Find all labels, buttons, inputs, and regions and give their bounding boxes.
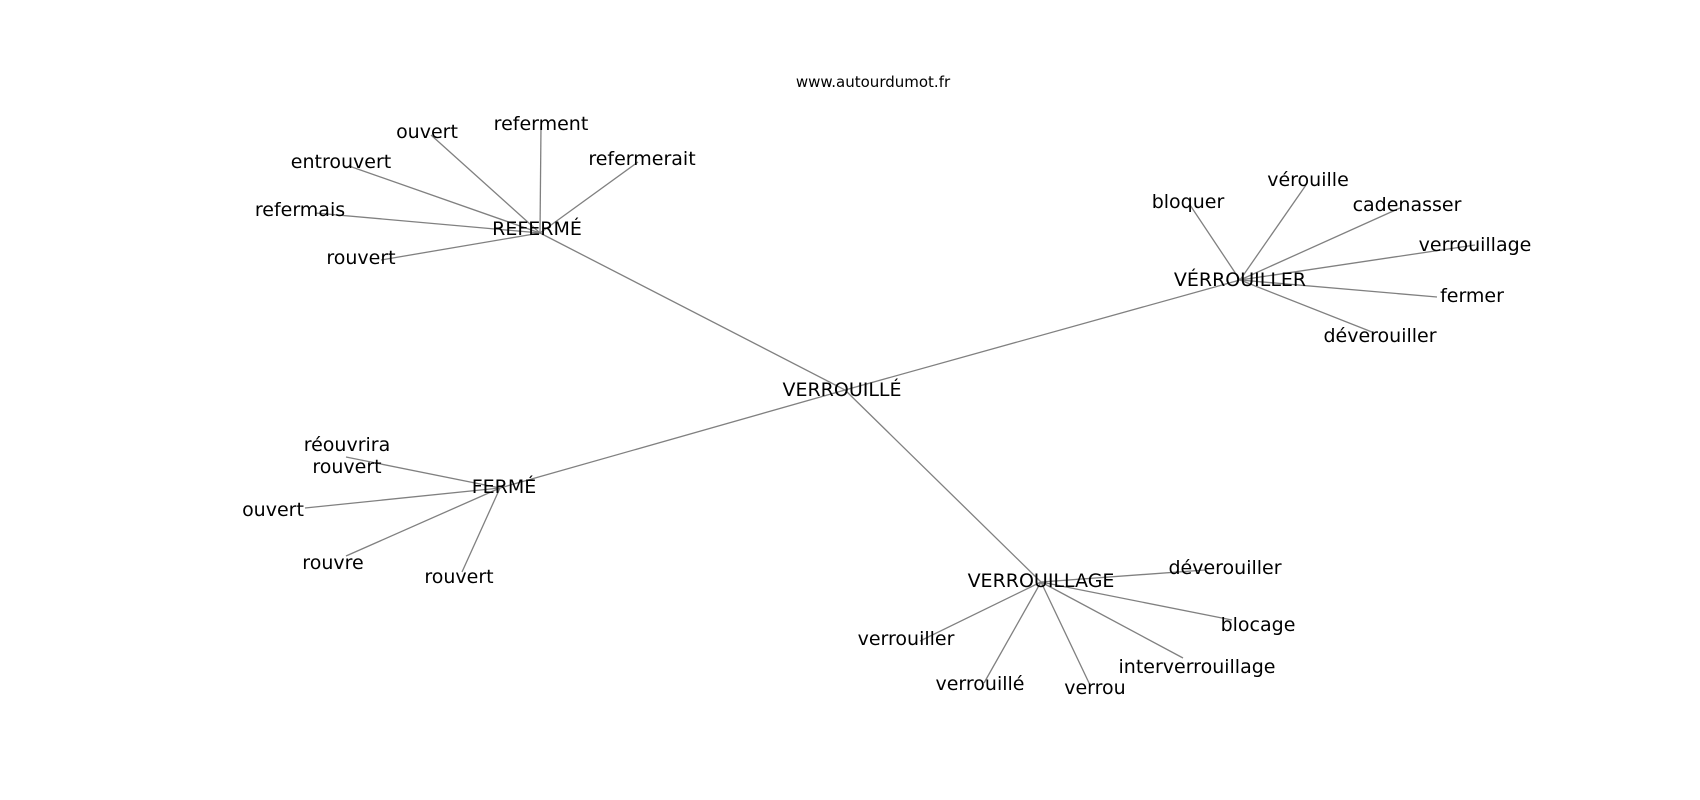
edge-hub-verrouillage-verrouiller	[919, 581, 1042, 642]
leaf-hub-verrouiller-cadenasser: cadenasser	[1353, 194, 1462, 216]
leaf-hub-verrouillage-interverrouillage: interverrouillage	[1119, 656, 1276, 678]
leaf-hub-ferme-rouvert: rouvert	[424, 566, 493, 588]
edge-hub-referme-entrouvert	[348, 165, 541, 234]
edge-hub-ferme-reouvrira-rouvert	[345, 456, 501, 489]
edge-hub-referme-ouvert	[430, 134, 541, 234]
leaf-hub-verrouiller-deverouiller: déverouiller	[1323, 325, 1436, 347]
edge-hub-referme-rouvert	[380, 232, 541, 261]
edge-hub-verrouillage-deverouiller	[1040, 569, 1206, 583]
leaf-hub-verrouiller-bloquer: bloquer	[1152, 191, 1225, 213]
leaf-hub-verrouillage-verrouiller: verrouiller	[858, 628, 955, 650]
leaf-hub-verrouillage-verrouille: verrouillé	[936, 673, 1025, 695]
edge-hub-verrouillage-verrouille	[983, 581, 1042, 684]
edge-center-hub-referme	[539, 232, 846, 391]
leaf-hub-referme-entrouvert: entrouvert	[291, 151, 391, 173]
leaf-hub-verrouillage-deverouiller: déverouiller	[1168, 557, 1281, 579]
edge-center-hub-verrouiller	[844, 279, 1241, 391]
edge-hub-verrouiller-verrouillage	[1239, 244, 1476, 281]
leaf-hub-ferme-ouvert: ouvert	[242, 499, 304, 521]
edge-hub-referme-referment	[539, 125, 542, 234]
leaf-hub-verrouiller-verrouillage: verrouillage	[1419, 234, 1532, 256]
hub-verrouiller-label: VÉRROUILLER	[1174, 268, 1306, 291]
leaf-hub-referme-refermais: refermais	[255, 199, 345, 221]
graph-edges	[304, 125, 1476, 686]
edge-center-hub-verrouillage	[844, 389, 1042, 583]
edge-hub-ferme-ouvert	[304, 487, 501, 509]
edge-hub-verrouiller-bloquer	[1189, 204, 1241, 281]
center-node-label: VERROUILLÉ	[782, 378, 901, 401]
edge-hub-referme-refermais	[314, 212, 541, 234]
graph-labels: VERROUILLÉ REFERMÉ ouvert referment refermer…	[242, 113, 1531, 699]
edge-hub-verrouillage-interverrouillage	[1040, 581, 1184, 659]
edge-hub-ferme-rouvre	[345, 487, 501, 557]
edge-hub-referme-refermerait	[539, 161, 639, 234]
leaf-hub-verrouiller-verouille: vérouille	[1267, 169, 1349, 191]
edge-hub-verrouiller-fermer	[1239, 279, 1438, 298]
leaf-hub-referme-referment: referment	[494, 113, 589, 135]
edge-center-hub-ferme	[499, 389, 846, 489]
edge-hub-verrouillage-blocage	[1040, 581, 1233, 621]
source-url: www.autourdumot.fr	[796, 73, 951, 91]
leaf-hub-referme-rouvert: rouvert	[326, 247, 395, 269]
hub-verrouillage-label: VERROUILLAGE	[968, 570, 1115, 592]
edge-hub-verrouiller-verouille	[1239, 184, 1307, 281]
leaf-hub-ferme-rouvre: rouvre	[302, 552, 363, 574]
hub-referme-label: REFERMÉ	[492, 217, 582, 240]
leaf-hub-verrouillage-blocage: blocage	[1221, 614, 1296, 636]
hub-ferme-label: FERMÉ	[472, 475, 537, 498]
edge-hub-ferme-rouvert	[461, 487, 501, 573]
edge-hub-verrouillage-verrou	[1040, 581, 1091, 686]
leaf-hub-referme-refermerait: refermerait	[588, 148, 695, 170]
edge-hub-verrouiller-deverouiller	[1239, 279, 1373, 333]
leaf-hub-referme-ouvert: ouvert	[396, 121, 458, 143]
leaf-hub-verrouiller-fermer: fermer	[1440, 285, 1504, 307]
edge-hub-verrouiller-cadenasser	[1239, 207, 1401, 281]
leaf-hub-verrouillage-verrou: verrou	[1064, 677, 1125, 699]
